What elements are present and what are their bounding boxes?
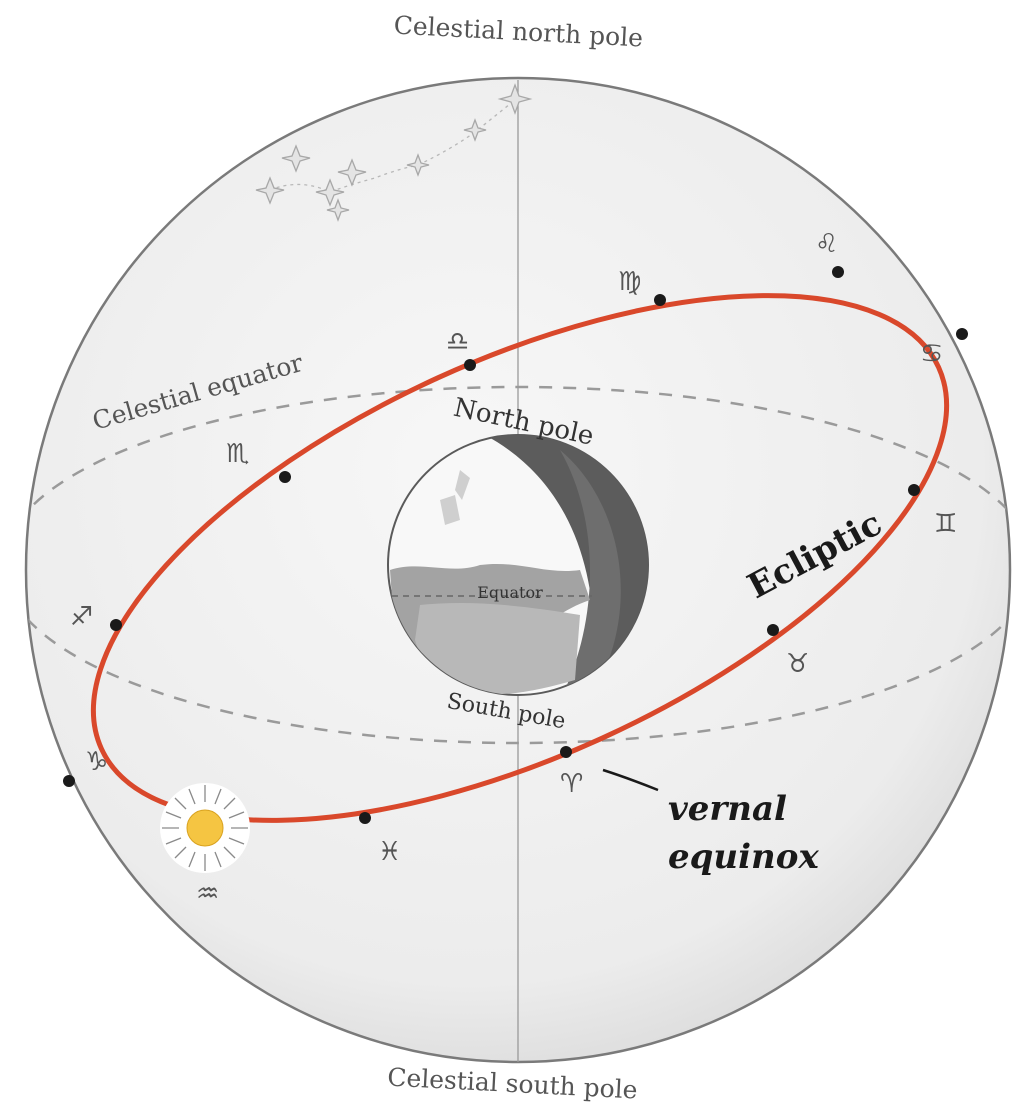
- zodiac-pisces: ♓: [378, 837, 401, 867]
- zodiac-sagittarius: ♐: [70, 602, 93, 632]
- zodiac-aries: ♈: [560, 769, 583, 799]
- zodiac-cancer: ♋: [920, 339, 943, 369]
- ecliptic-point-virgo: [654, 294, 666, 306]
- ecliptic-point-sagittarius: [110, 619, 122, 631]
- zodiac-leo: ♌: [815, 229, 838, 259]
- zodiac-gemini: ♊: [934, 509, 957, 539]
- zodiac-libra: ♎: [446, 327, 469, 357]
- ecliptic-point-capricorn: [63, 775, 75, 787]
- vernal-equinox-pointer: [602, 768, 659, 792]
- celestial-equator-line: [26, 385, 1010, 745]
- ecliptic-point-libra: [464, 359, 476, 371]
- ecliptic-point-gemini: [908, 484, 920, 496]
- zodiac-capricorn: ♑: [85, 747, 108, 777]
- sun-icon: [160, 783, 250, 873]
- zodiac-taurus: ♉: [786, 649, 809, 679]
- ecliptic-point-aries: [560, 746, 572, 758]
- ecliptic-point-cancer: [956, 328, 968, 340]
- celestial-north-pole-label: Celestial north pole: [393, 11, 644, 53]
- ecliptic-point-taurus: [767, 624, 779, 636]
- ecliptic-point-leo: [832, 266, 844, 278]
- ecliptic-point-scorpio: [279, 471, 291, 483]
- zodiac-scorpio: ♏: [226, 439, 249, 469]
- big-dipper-stars: [255, 83, 533, 222]
- zodiac-aquarius: ♒: [196, 879, 219, 909]
- ecliptic-line: [90, 293, 950, 823]
- vernal-label: vernal: [668, 789, 787, 829]
- equator-label: Equator: [477, 583, 543, 602]
- celestial-south-pole-label: Celestial south pole: [387, 1062, 639, 1104]
- ecliptic-point-pisces: [359, 812, 371, 824]
- zodiac-virgo: ♍: [618, 267, 641, 297]
- equinox-label: equinox: [668, 837, 819, 877]
